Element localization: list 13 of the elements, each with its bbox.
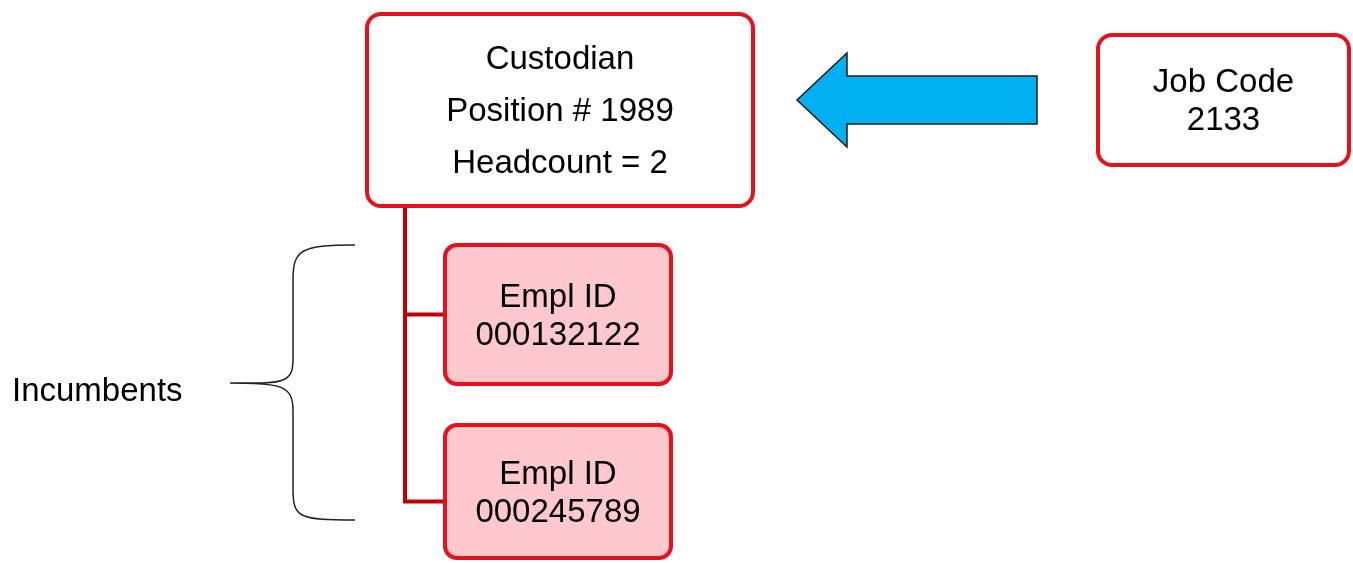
- employee-box: [443, 243, 673, 386]
- employee-box: [443, 423, 673, 560]
- box-text: Headcount = 2: [451, 143, 669, 181]
- group-label: Incumbents: [12, 370, 183, 410]
- connector-line: [403, 208, 443, 504]
- box-text: Position # 1989: [445, 91, 675, 129]
- box-text: Custodian: [484, 39, 636, 77]
- box-text: Empl ID 000245789: [474, 453, 642, 530]
- box-text: Empl ID 000132122: [474, 276, 642, 353]
- position-box: [365, 12, 755, 208]
- position-box: [1096, 33, 1351, 167]
- block-arrow: [795, 51, 1038, 149]
- box-text: Job Code 2133: [1151, 62, 1296, 138]
